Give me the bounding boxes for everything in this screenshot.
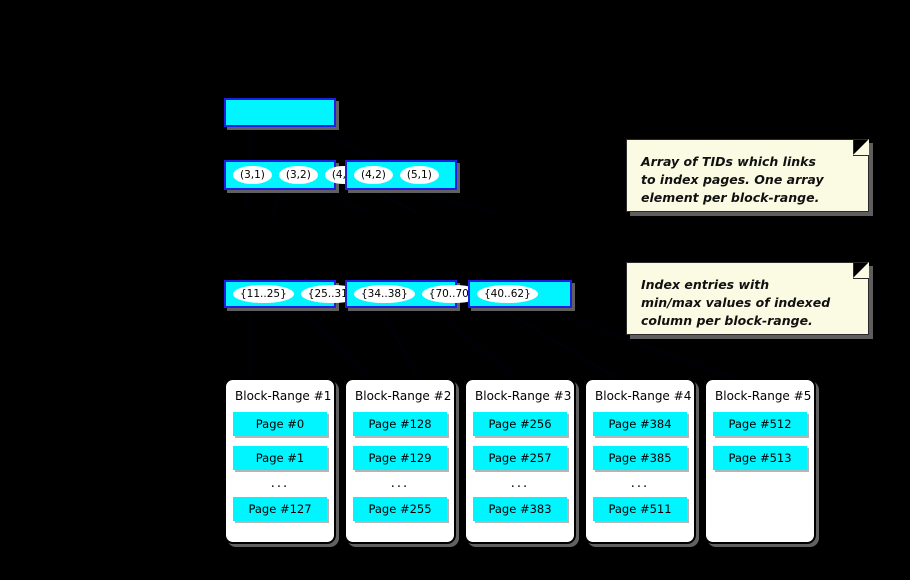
page-chip[interactable]: Page #128: [353, 412, 447, 436]
page-ellipsis: ...: [630, 476, 650, 491]
note-line: Index entries with: [641, 277, 770, 292]
page-chip[interactable]: Page #383: [473, 497, 567, 521]
tid-array-1[interactable]: (3,1) (3,2) (4,1): [224, 160, 364, 190]
page-chip[interactable]: Page #385: [593, 446, 687, 470]
page-chip[interactable]: Page #255: [353, 497, 447, 521]
index-entry[interactable]: {11..25}: [233, 284, 294, 304]
tid-array-2[interactable]: (4,2) (5,1): [345, 160, 457, 190]
page-chip[interactable]: Page #129: [353, 446, 447, 470]
page-chip[interactable]: Page #0: [233, 412, 327, 436]
index-entry[interactable]: {40..62}: [477, 284, 538, 304]
page-chip[interactable]: Page #511: [593, 497, 687, 521]
page-chip[interactable]: Page #1: [233, 446, 327, 470]
page-chip[interactable]: Page #127: [233, 497, 327, 521]
note-line: column per block-range.: [641, 312, 813, 328]
note-line: element per block-range.: [641, 189, 820, 205]
card-empty-space: [713, 480, 807, 534]
tid-entry[interactable]: (4,2): [354, 165, 393, 185]
note-line: min/max values of indexed: [641, 294, 831, 310]
page-ellipsis: ...: [510, 476, 530, 491]
note-fold-corner-icon: [853, 139, 869, 156]
brin-revmap-root[interactable]: [224, 98, 336, 127]
page-chip[interactable]: Page #256: [473, 412, 567, 436]
block-range-card[interactable]: Block-Range #1 Page #0 Page #1 ... Page …: [224, 378, 336, 544]
index-entry-group-3[interactable]: {40..62}: [468, 280, 572, 308]
index-entry-group-1[interactable]: {11..25} {25..31}: [224, 280, 362, 308]
block-range-card[interactable]: Block-Range #4 Page #384 Page #385 ... P…: [584, 378, 696, 544]
note-line: to index pages. One array: [641, 171, 824, 187]
block-range-title: Block-Range #4: [595, 389, 692, 403]
page-ellipsis: ...: [390, 476, 410, 491]
page-ellipsis: ...: [270, 476, 290, 491]
page-chip[interactable]: Page #384: [593, 412, 687, 436]
block-range-title: Block-Range #3: [475, 389, 572, 403]
block-range-card[interactable]: Block-Range #3 Page #256 Page #257 ... P…: [464, 378, 576, 544]
note-fold-corner-icon: [853, 262, 869, 279]
index-entry[interactable]: {34..38}: [354, 284, 415, 304]
block-range-title: Block-Range #1: [235, 389, 332, 403]
index-entry[interactable]: {70..70}: [421, 284, 483, 304]
page-chip[interactable]: Page #257: [473, 446, 567, 470]
block-range-title: Block-Range #5: [715, 389, 812, 403]
block-range-card[interactable]: Block-Range #5 Page #512 Page #513: [704, 378, 816, 544]
page-chip[interactable]: Page #512: [713, 412, 807, 436]
note-line: Array of TIDs which links: [641, 154, 816, 169]
index-entry-group-2[interactable]: {34..38} {70..70}: [345, 280, 483, 308]
page-chip[interactable]: Page #513: [713, 446, 807, 470]
tid-entry[interactable]: (3,1): [233, 165, 272, 185]
note-tid-array: Array of TIDs which links to index pages…: [626, 139, 869, 212]
block-range-title: Block-Range #2: [355, 389, 452, 403]
tid-entry[interactable]: (3,2): [278, 165, 318, 185]
note-index-entries: Index entries with min/max values of ind…: [626, 262, 869, 335]
block-range-card[interactable]: Block-Range #2 Page #128 Page #129 ... P…: [344, 378, 456, 544]
tid-entry[interactable]: (5,1): [399, 165, 439, 185]
